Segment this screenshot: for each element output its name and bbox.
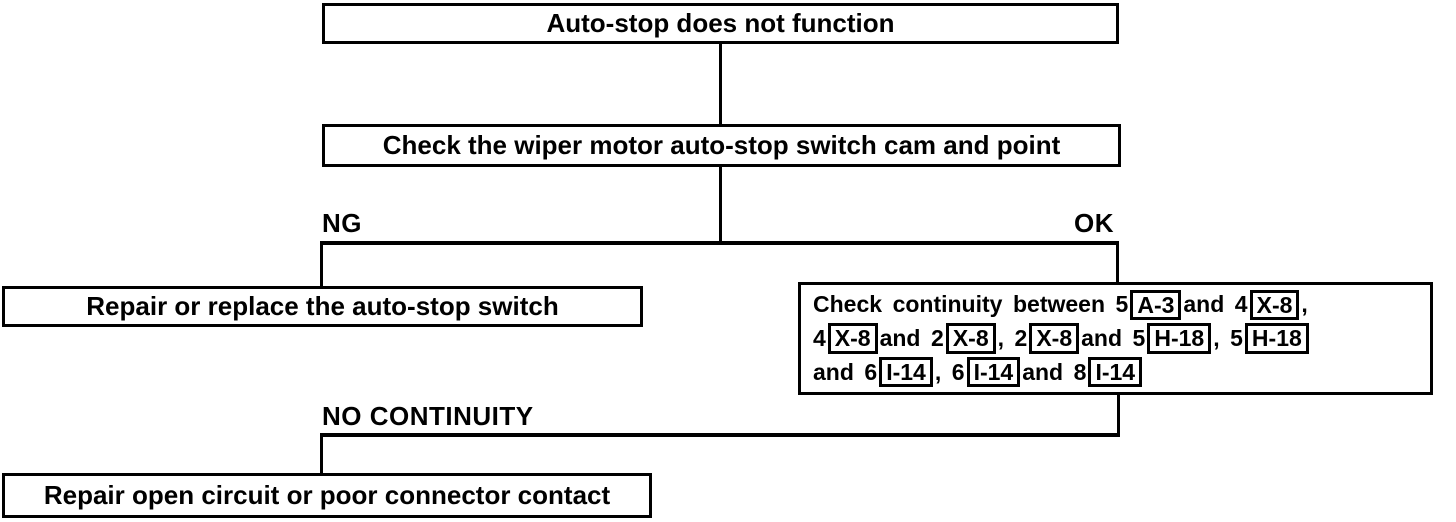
box-check-continuity: Check continuity between 5 A-3 and 4 X-8…: [798, 282, 1433, 395]
label-ok: OK: [1074, 208, 1114, 238]
text-run: Check continuity between 5: [813, 291, 1129, 318]
text-run: , 6: [934, 358, 965, 385]
connector-ref: A-3: [1130, 289, 1182, 320]
text-run: and 2: [879, 324, 944, 351]
label-ng: NG: [322, 208, 362, 238]
text-run: 4: [813, 324, 826, 351]
line-stem-to-repair-circuit: [320, 433, 323, 473]
text-run: and 5: [1081, 324, 1146, 351]
text-run: and 4: [1183, 291, 1248, 318]
box-auto-stop-problem-label: Auto-stop does not function: [546, 8, 895, 39]
line-ng-vertical: [320, 241, 323, 286]
line-ok-vertical: [1116, 241, 1119, 282]
line-branch-horizontal: [322, 241, 1119, 245]
connector-ref: H-18: [1244, 323, 1309, 354]
connector-ref: X-8: [945, 323, 996, 354]
connector-ref: H-18: [1147, 323, 1212, 354]
label-no-continuity: NO CONTINUITY: [322, 401, 534, 431]
connector-ref: I-14: [1088, 357, 1143, 388]
text-run: and 8: [1022, 358, 1087, 385]
continuity-line-2: 4 X-8 and 2 X-8, 2 X-8 and 5 H-18, 5 H-1…: [813, 323, 1422, 354]
line-stem-continuity-down: [1117, 395, 1120, 436]
text-run: , 2: [997, 324, 1028, 351]
text-run: and 6: [813, 358, 878, 385]
box-repair-switch: Repair or replace the auto-stop switch: [2, 286, 643, 327]
continuity-line-1: Check continuity between 5 A-3 and 4 X-8…: [813, 289, 1422, 320]
line-stem-problem-to-check: [719, 44, 722, 125]
line-stem-check-to-branch: [719, 167, 722, 244]
line-no-continuity-horizontal: [322, 433, 1120, 437]
connector-ref: X-8: [1249, 289, 1300, 320]
box-auto-stop-problem: Auto-stop does not function: [322, 3, 1119, 44]
text-run: , 5: [1213, 324, 1243, 351]
connector-ref: I-14: [879, 357, 933, 388]
box-check-wiper-cam-label: Check the wiper motor auto-stop switch c…: [382, 130, 1061, 161]
box-repair-switch-label: Repair or replace the auto-stop switch: [86, 291, 559, 322]
connector-ref: I-14: [966, 357, 1021, 388]
box-repair-open-circuit-label: Repair open circuit or poor connector co…: [43, 480, 611, 511]
box-check-wiper-cam: Check the wiper motor auto-stop switch c…: [322, 124, 1121, 167]
connector-ref: X-8: [1029, 323, 1080, 354]
box-repair-open-circuit: Repair open circuit or poor connector co…: [2, 473, 652, 518]
continuity-line-3: and 6 I-14 , 6 I-14 and 8 I-14: [813, 357, 1422, 388]
connector-ref: X-8: [827, 323, 878, 354]
text-run: ,: [1301, 291, 1308, 318]
